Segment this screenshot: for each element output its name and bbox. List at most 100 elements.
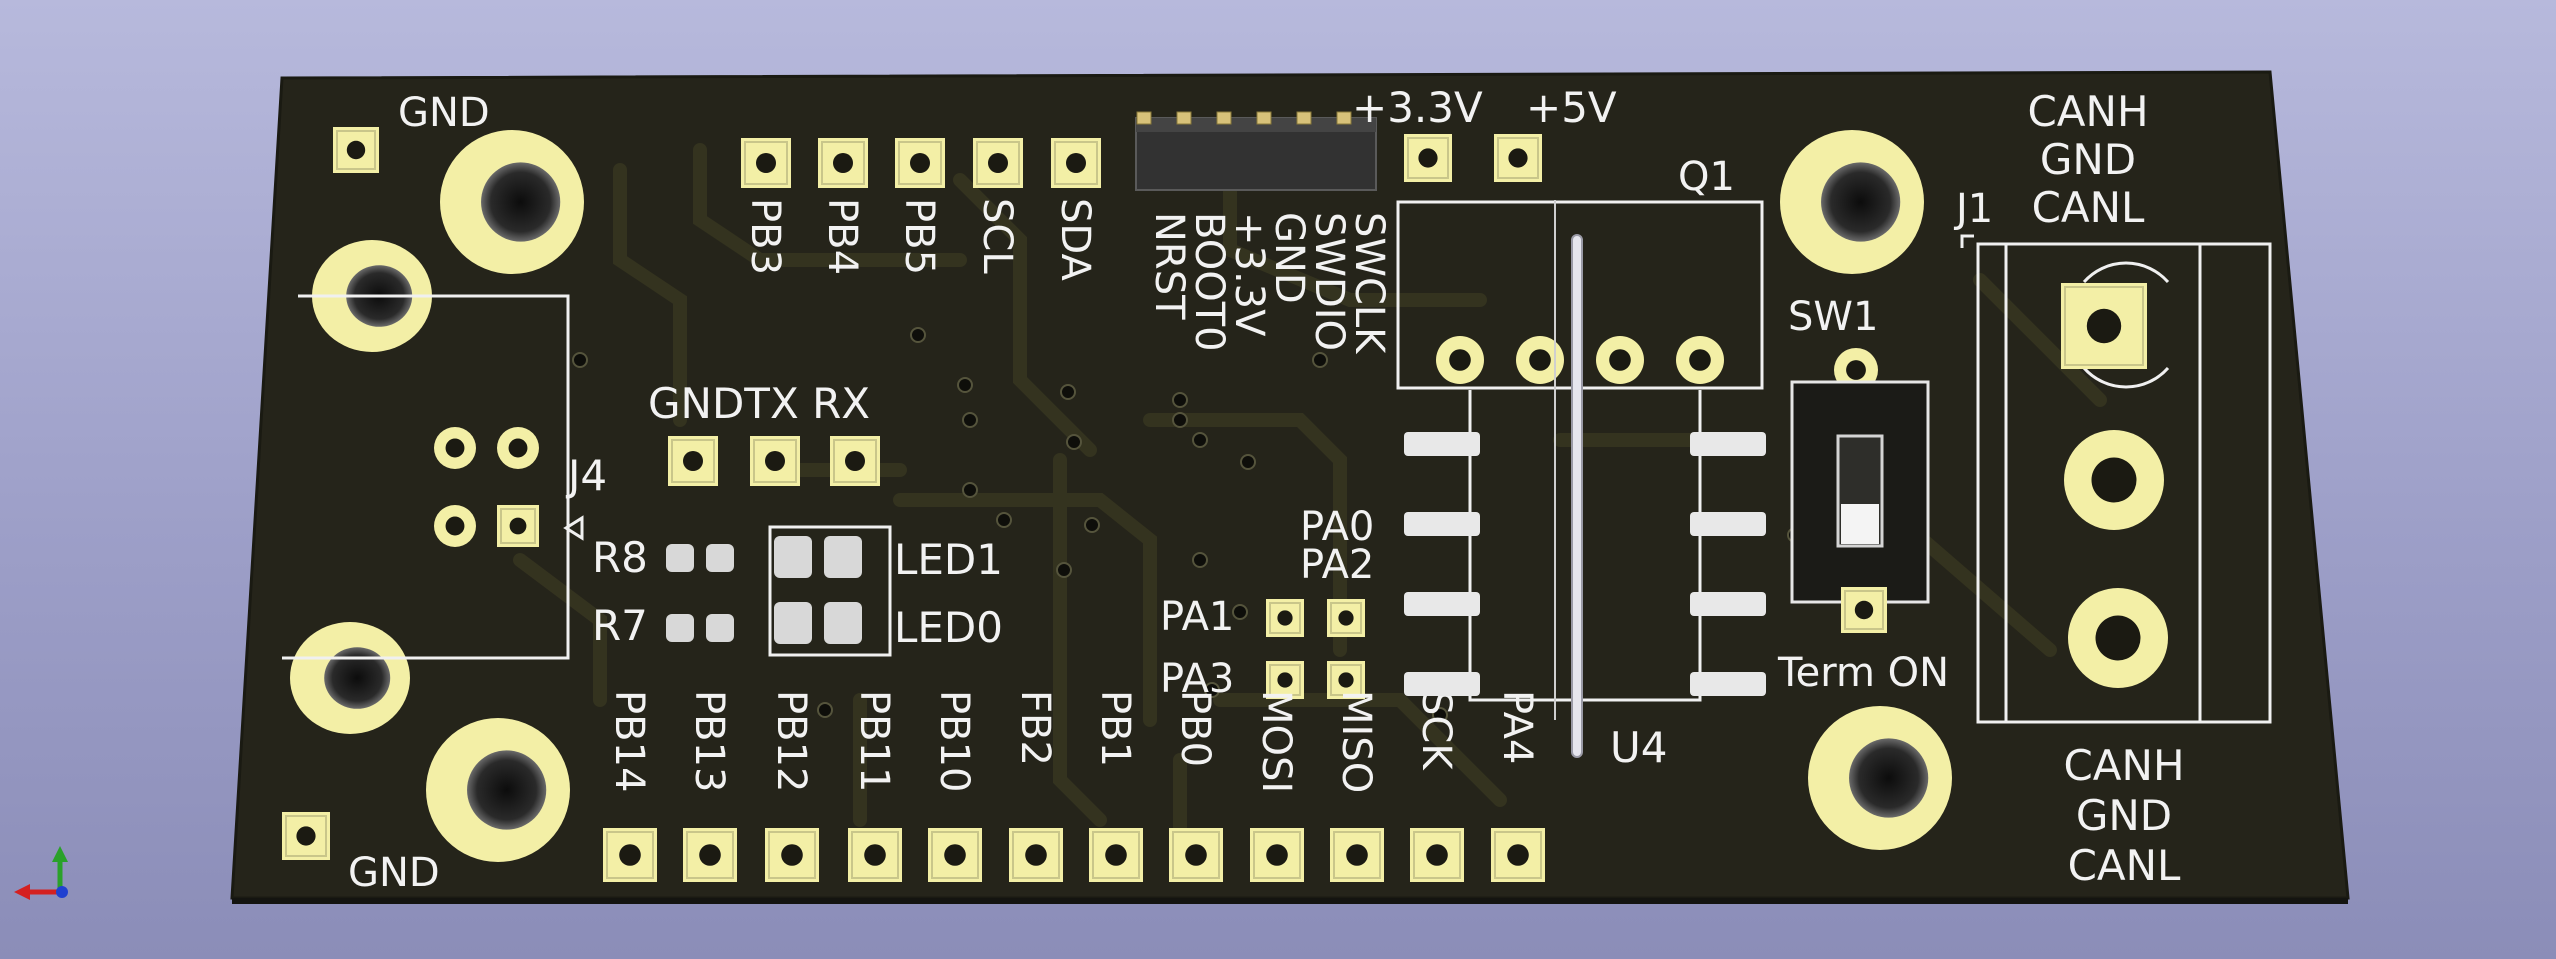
u4-label: U4	[1610, 723, 1667, 772]
sw1-label: SW1	[1788, 294, 1878, 340]
led1-footprint	[774, 536, 862, 578]
uart-pad-rx	[830, 436, 880, 486]
swd-label-2: GND	[1266, 212, 1312, 304]
gnd-pad-bottom	[282, 812, 330, 860]
u4-pin-right-1	[1690, 432, 1766, 456]
j1-pad-3	[2068, 588, 2168, 688]
bottom-pad-pb0	[1169, 828, 1223, 882]
j4-shield-hole-bottom	[290, 622, 410, 734]
r7-label: R7	[592, 601, 648, 650]
pa0-label: PA0	[1300, 504, 1374, 550]
bottom-pad-miso	[1330, 828, 1384, 882]
j1-terminal-block	[1960, 234, 2272, 724]
pin-label-pb4: PB4	[819, 198, 865, 275]
mounting-hole-top-right	[1780, 130, 1924, 274]
sw1-switch[interactable]	[1790, 380, 1930, 604]
led-outline	[768, 525, 892, 657]
gnd-label-bottom: GND	[348, 850, 440, 896]
pin-label-pb3: PB3	[742, 198, 788, 275]
q1-pad-4	[1676, 336, 1724, 384]
r8-label: R8	[592, 533, 648, 582]
bottom-pad-pb11	[848, 828, 902, 882]
via	[817, 702, 833, 718]
uart-pad-gnd	[668, 436, 718, 486]
via	[962, 412, 978, 428]
j1-pad-2	[2064, 430, 2164, 530]
swd-label-0: SWCLK	[1346, 212, 1392, 355]
q1-label: Q1	[1678, 154, 1735, 200]
bottom-label-pb11: PB11	[851, 690, 897, 792]
pin-label-sda: SDA	[1052, 198, 1098, 281]
swd-label-1: SWDIO	[1306, 212, 1352, 351]
can-top-label-canl: CANL	[2032, 183, 2145, 232]
bottom-label-pb14: PB14	[606, 690, 652, 792]
via	[1172, 412, 1188, 428]
bottom-label-pa4: PA4	[1494, 690, 1540, 764]
via	[1172, 392, 1188, 408]
label-5v: +5V	[1526, 83, 1617, 132]
mounting-hole-top-left	[440, 130, 584, 274]
led1-label: LED1	[894, 535, 1003, 584]
bottom-label-sck: SCK	[1413, 690, 1459, 771]
pad-5v	[1494, 134, 1542, 182]
via	[1056, 562, 1072, 578]
via	[1084, 517, 1100, 533]
sw1-pad-2	[1841, 587, 1887, 633]
via	[1192, 552, 1208, 568]
pa1-label: PA1	[1160, 594, 1234, 640]
via	[1240, 454, 1256, 470]
u4-pin-right-3	[1690, 592, 1766, 616]
pa2-label: PA2	[1300, 542, 1374, 588]
bottom-label-fb2: FB2	[1012, 690, 1058, 766]
bottom-pad-pb10	[928, 828, 982, 882]
swd-label-5: NRST	[1146, 212, 1192, 320]
pin1-marker	[563, 515, 584, 541]
uart-label: GNDTX RX	[648, 379, 870, 428]
u4-pin-left-4	[1404, 672, 1480, 696]
header-pad-sda	[1051, 138, 1101, 188]
j4-outline	[282, 294, 570, 660]
bottom-label-pb12: PB12	[768, 690, 814, 792]
bottom-label-mosi: MOSI	[1253, 690, 1299, 793]
swd-label-4: BOOT0	[1186, 212, 1232, 352]
via	[1060, 384, 1076, 400]
can-bottom-label-gnd: GND	[2076, 791, 2172, 840]
mounting-hole-bottom-left	[426, 718, 570, 862]
u4-pin-right-2	[1690, 512, 1766, 536]
q1-pad-3	[1596, 336, 1644, 384]
u4-pin-left-2	[1404, 512, 1480, 536]
bottom-pad-pb12	[765, 828, 819, 882]
via	[1066, 434, 1082, 450]
via	[957, 377, 973, 393]
q1-pad-2	[1516, 336, 1564, 384]
bottom-pad-fb2	[1009, 828, 1063, 882]
via	[1192, 432, 1208, 448]
via	[1204, 682, 1220, 698]
j1-label: J1	[1953, 186, 1993, 232]
can-top-label-gnd: GND	[2040, 135, 2136, 184]
bottom-pad-pb13	[683, 828, 737, 882]
xyz-axis-icon[interactable]	[14, 846, 68, 900]
term-on-label: Term ON	[1777, 650, 1949, 696]
pa0-pad	[1327, 599, 1365, 637]
gnd-label-top: GND	[398, 90, 490, 136]
header-pad-pb4	[818, 138, 868, 188]
via	[1312, 352, 1328, 368]
header-pad-pb5	[895, 138, 945, 188]
bottom-label-miso: MISO	[1333, 690, 1379, 793]
bottom-label-pb13: PB13	[686, 690, 732, 792]
bottom-label-pb0: PB0	[1172, 690, 1218, 767]
r7-footprint	[666, 614, 734, 642]
j4-pad	[434, 427, 476, 469]
via	[1232, 604, 1248, 620]
pa3-label: PA3	[1160, 656, 1234, 702]
pa1-pad	[1266, 599, 1304, 637]
bottom-pad-pb1	[1089, 828, 1143, 882]
led0-label: LED0	[894, 603, 1003, 652]
u4-ic	[1404, 200, 1766, 758]
via	[996, 512, 1012, 528]
swd-label-3: +3.3V	[1226, 212, 1272, 337]
bottom-label-pb10: PB10	[931, 690, 977, 792]
via	[572, 352, 588, 368]
